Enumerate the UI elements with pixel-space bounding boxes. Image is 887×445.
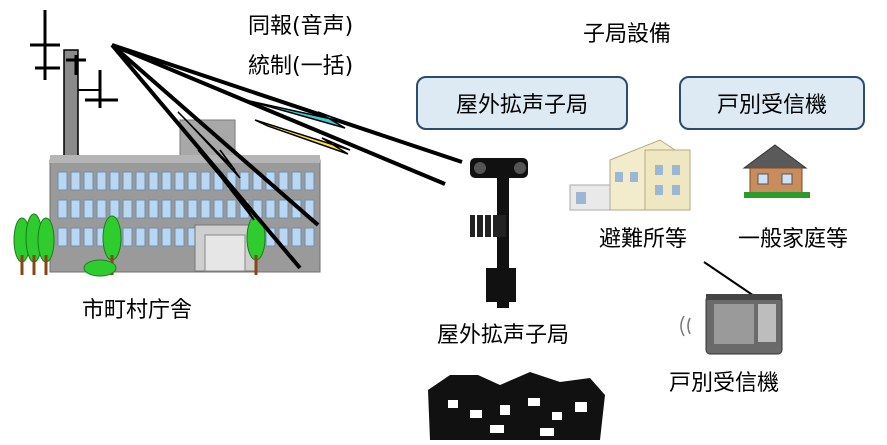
window	[161, 171, 172, 191]
window	[304, 171, 315, 191]
sync-broadcast-label: 同報(音声)	[248, 14, 354, 39]
radio-beams	[110, 43, 463, 270]
outdoor-speaker-caption: 屋外拡声子局	[437, 323, 570, 348]
window	[109, 199, 120, 219]
window	[239, 171, 250, 191]
window	[109, 171, 120, 191]
tree-icon	[37, 217, 55, 275]
window	[161, 199, 172, 219]
window	[57, 227, 68, 247]
residential-area-icon	[428, 372, 605, 440]
trees	[13, 213, 266, 277]
window	[226, 199, 237, 219]
window	[148, 171, 159, 191]
outdoor-speaker-box-label: 屋外拡声子局	[455, 93, 588, 118]
window	[135, 227, 146, 247]
window	[122, 199, 133, 219]
window	[148, 199, 159, 219]
window	[70, 171, 81, 191]
evacuation-site-label: 避難所等	[599, 227, 688, 252]
window	[122, 171, 133, 191]
window	[122, 227, 133, 247]
window	[161, 227, 172, 247]
window	[70, 227, 81, 247]
window	[135, 199, 146, 219]
outdoor-speaker-pole-icon	[470, 158, 528, 308]
city-hall-building	[49, 119, 321, 273]
connector-line	[703, 261, 761, 301]
window	[57, 171, 68, 191]
window	[200, 199, 211, 219]
signal-bolt-icon	[244, 99, 346, 129]
antenna-tower	[30, 10, 118, 161]
control-batch-label: 統制(一括)	[248, 54, 354, 79]
radio-receiver-icon	[680, 294, 783, 355]
tree-icon	[246, 215, 266, 275]
window	[83, 171, 94, 191]
individual-receiver-caption: 戸別受信機	[669, 371, 780, 396]
window	[265, 199, 276, 219]
individual-receiver-box-label: 戸別受信機	[716, 93, 827, 118]
signal-bolt-icon	[254, 119, 351, 155]
window	[148, 227, 159, 247]
window	[174, 199, 185, 219]
window	[291, 227, 302, 247]
signal-bolt-icon	[197, 149, 255, 221]
signal-bolt-icon	[177, 111, 241, 179]
window	[304, 227, 315, 247]
window	[200, 171, 211, 191]
window	[187, 199, 198, 219]
individual-receiver-box: 戸別受信機	[679, 76, 865, 130]
window	[135, 171, 146, 191]
window	[291, 171, 302, 191]
window	[174, 171, 185, 191]
window	[187, 171, 198, 191]
window	[174, 227, 185, 247]
window	[70, 199, 81, 219]
general-household-label: 一般家庭等	[738, 227, 849, 252]
city-hall-label: 市町村庁舎	[82, 298, 193, 323]
evacuation-building-icon	[569, 139, 691, 211]
window	[57, 199, 68, 219]
window	[278, 171, 289, 191]
bush-icon	[83, 259, 117, 277]
window	[83, 199, 94, 219]
outdoor-speaker-box: 屋外拡声子局	[416, 76, 628, 130]
window	[96, 199, 107, 219]
sub-station-equipment-label: 子局設備	[583, 22, 672, 47]
window	[96, 171, 107, 191]
window	[213, 199, 224, 219]
window	[278, 199, 289, 219]
house-icon	[742, 144, 810, 198]
window	[83, 227, 94, 247]
